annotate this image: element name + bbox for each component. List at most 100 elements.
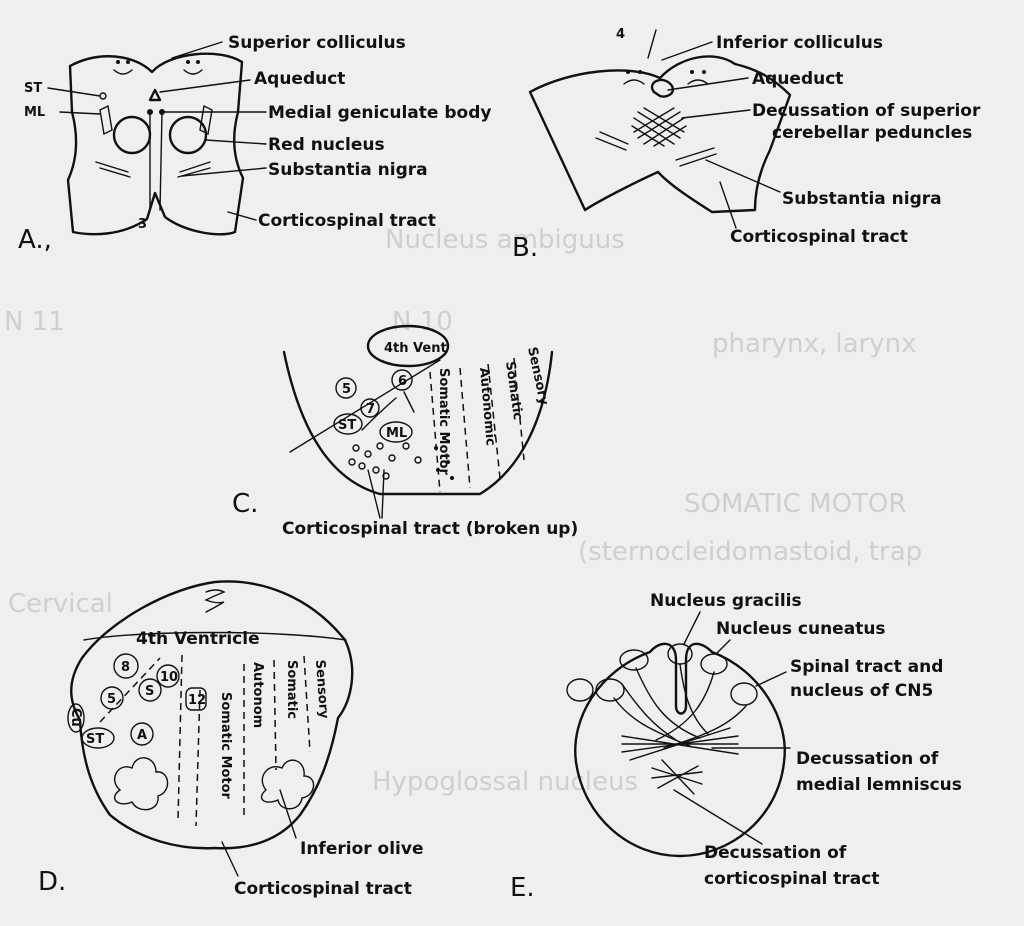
panel-d-cu-oval [67, 703, 85, 733]
panel-letter-a: A., [18, 225, 52, 255]
label-d-s: S [145, 684, 154, 699]
panel-d-n5-circle [100, 686, 124, 710]
label-inferior-colliculus: Inferior colliculus [716, 33, 883, 53]
label-c-ml: ML [386, 426, 407, 441]
label-d-sensory: Sensory [312, 659, 331, 719]
label-spinal-tract-1: Spinal tract and [790, 657, 943, 677]
ghost-cn10: N 10 [392, 307, 453, 337]
panel-e-internal-arcuate-fibers [613, 663, 747, 749]
label-decussation-scp-1: Decussation of superior [752, 101, 981, 121]
panel-d-n8-circle [113, 653, 139, 679]
panel-b-decussation-hatch [631, 107, 687, 147]
panel-c-n7-circle [360, 398, 380, 418]
label-decussation-ml-2: medial lemniscus [796, 775, 962, 795]
label-substantia-nigra-a: Substantia nigra [268, 160, 428, 180]
panel-letter-e: E. [510, 873, 535, 903]
panel-c-corticospinal-dots [348, 436, 454, 480]
panel-b-outline [528, 55, 792, 214]
ghost-cervical: Cervical [8, 589, 113, 619]
ghost-cn11: N 11 [4, 307, 65, 337]
panel-c-n6-circle [391, 369, 413, 391]
label-d-inferior-olive: Inferior olive [300, 839, 424, 859]
label-c-4th-vent: 4th Vent [384, 341, 447, 356]
label-d-n12: 12 [188, 693, 206, 708]
label-red-nucleus: Red nucleus [268, 135, 385, 155]
ghost-hypoglossal: Hypoglossal nucleus [372, 767, 638, 797]
label-d-4th-ventricle: 4th Ventricle [136, 629, 260, 649]
panel-e-cuneatus-right [700, 653, 728, 675]
label-c-n7: 7 [366, 402, 375, 417]
label-c-autonomic: Autonomic [476, 367, 498, 446]
ghost-nucleus-ambiguus: Nucleus ambiguus [385, 225, 625, 255]
label-d-st: ST [86, 732, 104, 747]
label-aqueduct-b: Aqueduct [752, 69, 843, 89]
label-d-cu: Cu [68, 708, 83, 727]
panel-c-ml-oval [379, 421, 413, 443]
panel-b-midbrain-inferior-colliculus: 4 Inferior colliculus Aqueduct Decussati… [512, 27, 981, 263]
bleed-through-text: Nucleus ambiguus N 11 N 10 pharynx, lary… [4, 225, 922, 797]
panel-a-aqueduct-shape [148, 88, 162, 102]
label-c-somatic-motor: Somatic Motor [436, 368, 451, 476]
panel-e-cn5-right [730, 682, 758, 706]
label-decussation-scp-2: cerebellar peduncles [772, 123, 972, 143]
label-d-somatic-motor: Somatic Motor [218, 692, 233, 800]
panel-a-st-dot [99, 92, 107, 100]
panel-letter-b: B. [512, 233, 538, 263]
panel-c-4th-ventricle [366, 324, 450, 368]
label-decussation-ml-1: Decussation of [796, 749, 939, 769]
label-st-a: ST [24, 81, 42, 96]
label-d-a: A [137, 728, 147, 743]
label-medial-geniculate-body: Medial geniculate body [268, 103, 491, 123]
panel-c-st-oval [333, 413, 363, 435]
panel-a-outline [66, 52, 245, 236]
panel-e-lower-medulla: Nucleus gracilis Nucleus cuneatus Spinal… [510, 591, 962, 903]
panel-e-cuneatus-left [595, 678, 625, 702]
label-d-autonom: Autonom [250, 662, 265, 728]
label-c-somatic: Somatic [502, 360, 525, 421]
label-corticospinal-tract-a: Corticospinal tract [258, 211, 436, 231]
label-d-n10: 10 [160, 670, 178, 685]
label-c-sensory: Sensory [524, 346, 551, 407]
panel-e-gracilis-right [667, 643, 693, 665]
label-superior-colliculus: Superior colliculus [228, 33, 406, 53]
panel-d-n12-box [185, 687, 207, 711]
label-aqueduct-a: Aqueduct [254, 69, 345, 89]
label-c-n5: 5 [342, 382, 351, 397]
panel-e-cn5-left [566, 678, 594, 702]
panel-c-n5-circle [335, 377, 357, 399]
panel-letter-c: C. [232, 489, 258, 519]
label-c-st: ST [338, 418, 356, 433]
panel-e-cst-decussation [651, 759, 703, 795]
panel-d-n10-circle [156, 664, 180, 688]
panel-e-ml-decussation [621, 727, 739, 761]
panel-a-ml-left [99, 104, 113, 136]
label-c-n6: 6 [398, 374, 407, 389]
label-cn4: 4 [616, 27, 625, 42]
label-d-corticospinal-tract: Corticospinal tract [234, 879, 412, 899]
panel-d-s-circle [138, 678, 162, 702]
label-c-corticospinal: Corticospinal tract (broken up) [282, 519, 578, 539]
panel-e-gracilis-left [619, 649, 649, 671]
panel-d-ventricle-roof [204, 589, 226, 613]
panel-a-ml-right [199, 104, 213, 136]
panel-e-outline [574, 642, 786, 858]
label-nucleus-cuneatus: Nucleus cuneatus [716, 619, 886, 639]
panel-b-aqueduct-shape [650, 78, 675, 98]
ghost-pharynx-larynx: pharynx, larynx [712, 329, 916, 359]
label-d-n8: 8 [121, 660, 130, 675]
panel-a-midbrain-superior-colliculus: Superior colliculus Aqueduct Medial geni… [18, 33, 491, 255]
panel-d-st-oval [81, 727, 115, 749]
panel-c-pons: Somatic Motor Autonomic Somatic Sensory … [232, 324, 578, 539]
label-nucleus-gracilis: Nucleus gracilis [650, 591, 802, 611]
panel-letter-d: D. [38, 867, 66, 897]
label-ml-a: ML [24, 105, 45, 120]
label-corticospinal-tract-b: Corticospinal tract [730, 227, 908, 247]
label-spinal-tract-2: nucleus of CN5 [790, 681, 933, 701]
ghost-somatic-motor: SOMATIC MOTOR [684, 489, 906, 519]
label-d-n5: 5 [107, 692, 116, 707]
ghost-sternocleidomastoid: (sternocleidomastoid, trap [578, 537, 922, 567]
panel-d-outline [70, 580, 354, 850]
panel-c-outline [282, 350, 554, 496]
